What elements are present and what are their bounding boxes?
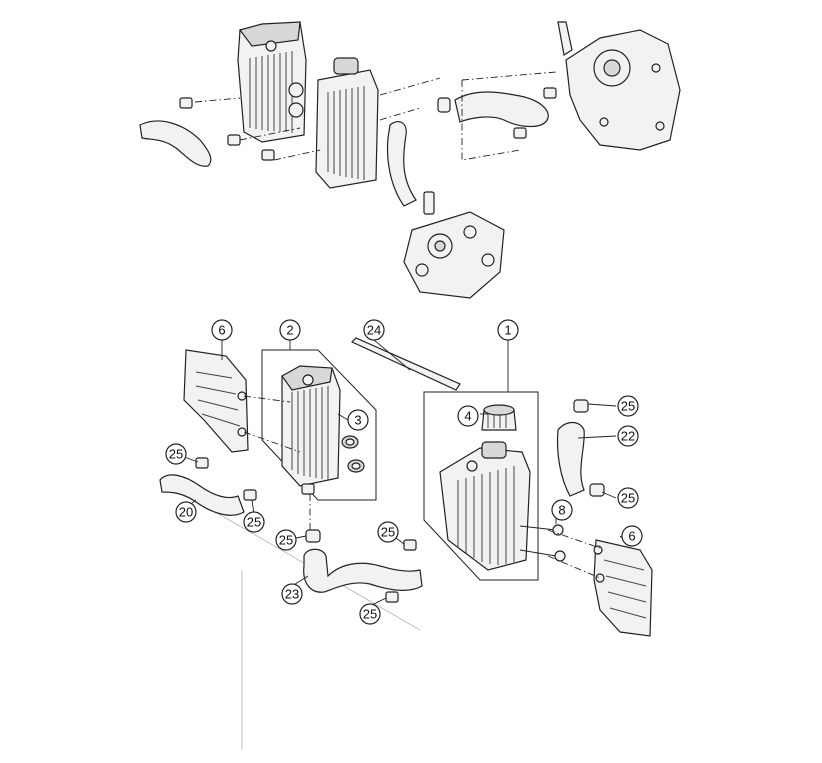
svg-text:25: 25	[247, 515, 261, 530]
upper-right-hose	[556, 421, 585, 497]
callout-4: 4	[457, 405, 479, 427]
svg-text:23: 23	[285, 587, 299, 602]
callout-25-center: 25	[275, 529, 297, 551]
overview-leader-lines	[194, 71, 557, 161]
callout-8: 8	[551, 499, 573, 521]
svg-text:25: 25	[279, 533, 293, 548]
svg-text:4: 4	[464, 409, 471, 424]
callout-24: 24	[363, 319, 385, 341]
overview-center-radiator	[288, 57, 379, 189]
left-radiator	[281, 365, 341, 495]
callout-2: 2	[279, 319, 301, 341]
overview-clamps	[179, 87, 557, 161]
overview-assembly	[139, 21, 681, 299]
svg-text:3: 3	[354, 413, 361, 428]
hose-clamps	[195, 399, 605, 603]
screws	[519, 524, 566, 562]
callout-25-left: 25	[165, 443, 187, 465]
callout-6-right: 6	[621, 525, 643, 547]
svg-text:22: 22	[621, 429, 635, 444]
svg-text:20: 20	[179, 505, 193, 520]
right-shroud	[593, 539, 653, 637]
overview-hose-left	[139, 120, 212, 167]
filler-cap	[481, 404, 517, 431]
grommets	[341, 435, 365, 473]
svg-text:2: 2	[286, 323, 293, 338]
callout-badges: 6 2 24 1 3 4 25 22 25 25 8	[165, 319, 643, 625]
svg-text:1: 1	[504, 323, 511, 338]
overview-hose-center	[386, 121, 417, 207]
callout-3: 3	[347, 409, 369, 431]
vent-hose	[350, 337, 461, 391]
right-radiator	[439, 441, 531, 571]
overview-engine-case	[557, 21, 681, 151]
left-shroud	[183, 349, 249, 453]
ground-lines	[159, 479, 421, 750]
callout-25-mid-right: 25	[377, 521, 399, 543]
bottom-leader-lines	[243, 395, 601, 579]
callout-1: 1	[497, 319, 519, 341]
part-1-frame	[423, 391, 539, 581]
svg-text:25: 25	[169, 447, 183, 462]
lower-center-hose	[303, 548, 423, 593]
overview-cylinder-head	[403, 191, 505, 299]
callout-25-mid-left: 25	[243, 511, 265, 533]
svg-text:6: 6	[218, 323, 225, 338]
callout-6-left: 6	[211, 319, 233, 341]
svg-text:25: 25	[363, 607, 377, 622]
svg-text:24: 24	[367, 323, 381, 338]
callout-25-upper-right: 25	[617, 395, 639, 417]
svg-text:25: 25	[621, 399, 635, 414]
part-2-frame	[261, 349, 377, 501]
svg-text:8: 8	[558, 503, 565, 518]
callout-25-bottom: 25	[359, 603, 381, 625]
svg-text:25: 25	[381, 525, 395, 540]
lower-left-hose	[159, 474, 245, 516]
callout-22: 22	[617, 425, 639, 447]
callout-25-right: 25	[617, 487, 639, 509]
svg-text:25: 25	[621, 491, 635, 506]
overview-hose-right	[454, 91, 549, 128]
svg-text:6: 6	[628, 529, 635, 544]
callout-23: 23	[281, 583, 303, 605]
overview-left-radiator	[237, 21, 307, 143]
callout-20: 20	[175, 501, 197, 523]
